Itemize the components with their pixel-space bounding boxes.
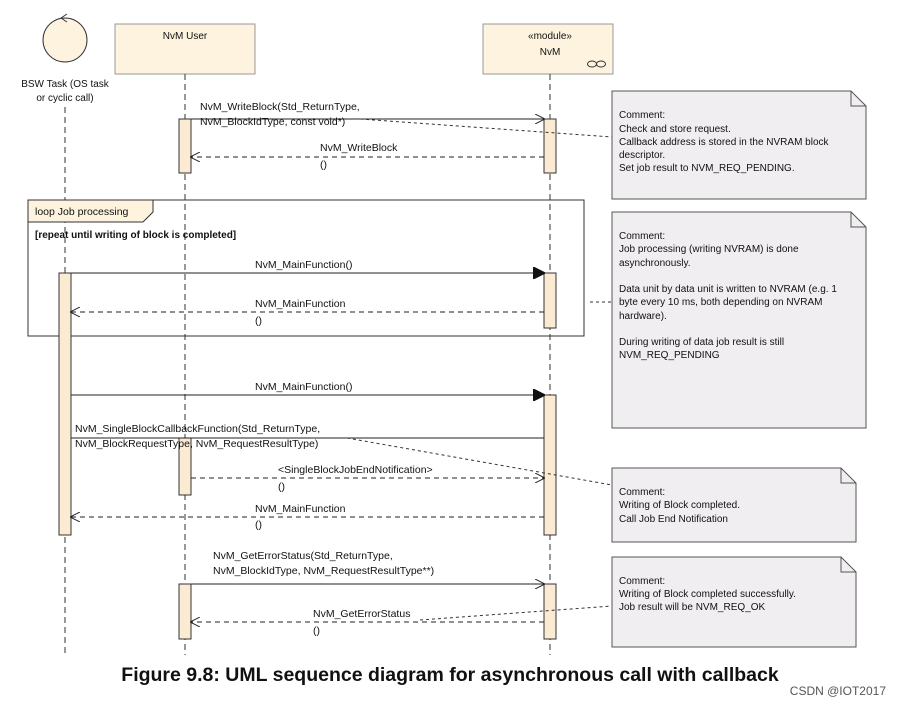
main-function-return-1-paren: () bbox=[255, 315, 262, 327]
loop-fragment-label: loop Job processing bbox=[35, 206, 129, 218]
main-function-2-label: NvM_MainFunction() bbox=[255, 381, 352, 393]
message-main-function-2: NvM_MainFunction() bbox=[71, 381, 544, 395]
bsw-task-loop-arrow-icon bbox=[60, 13, 68, 23]
message-main-function-return-2: NvM_MainFunction () bbox=[71, 503, 544, 531]
message-get-error-status-return: NvM_GetErrorStatus () bbox=[191, 608, 544, 637]
comment-2-line-1: Job processing (writing NVRAM) is done bbox=[619, 244, 799, 255]
loop-guard: [repeat until writing of block is comple… bbox=[35, 230, 236, 241]
get-error-status-label-2: NvM_BlockIdType, NvM_RequestResultType**… bbox=[213, 565, 434, 577]
lifeline-nvm: «module» NvM bbox=[482, 23, 614, 655]
nvm-activation-3 bbox=[543, 394, 557, 536]
nvm-activation-1 bbox=[543, 118, 557, 174]
comment-3-line-2: Call Job End Notification bbox=[619, 514, 728, 525]
nvm-head bbox=[482, 23, 614, 75]
message-write-block: NvM_WriteBlock(Std_ReturnType, NvM_Block… bbox=[191, 101, 544, 128]
message-write-block-return: NvM_WriteBlock () bbox=[191, 142, 544, 171]
main-function-return-2-label: NvM_MainFunction bbox=[255, 503, 346, 515]
comment-4-line-2: Job result will be NVM_REQ_OK bbox=[619, 602, 765, 613]
figure-caption: Figure 9.8: UML sequence diagram for asy… bbox=[121, 664, 779, 686]
message-main-function-1: NvM_MainFunction() bbox=[71, 259, 544, 273]
lifeline-nvm-user: NvM User bbox=[114, 23, 256, 655]
comment-3-line-1: Writing of Block completed. bbox=[619, 500, 740, 511]
main-function-return-2-paren: () bbox=[255, 519, 262, 531]
job-end-notification-paren: () bbox=[278, 481, 285, 493]
message-main-function-return-1: NvM_MainFunction () bbox=[71, 298, 544, 327]
callback-label-1: NvM_SingleBlockCallbackFunction(Std_Retu… bbox=[75, 423, 320, 435]
loop-fragment-tab bbox=[27, 199, 154, 223]
comment-2-line-9: NVM_REQ_PENDING bbox=[619, 350, 720, 361]
get-error-status-return-label: NvM_GetErrorStatus bbox=[313, 608, 410, 620]
nvm-user-label: NvM User bbox=[163, 31, 208, 42]
message-job-end-notification: <SingleBlockJobEndNotification> () bbox=[191, 464, 544, 493]
comment-1-line-2: Callback address is stored in the NVRAM … bbox=[619, 137, 830, 148]
comment-1-connector bbox=[359, 118, 613, 138]
bsw-task-actor-icon bbox=[42, 17, 88, 63]
callback-label-2: NvM_BlockRequestType, NvM_RequestResultT… bbox=[75, 438, 318, 450]
nvm-activation-4 bbox=[543, 583, 557, 640]
comment-note-4: Comment: Writing of Block completed succ… bbox=[611, 556, 857, 648]
write-block-label-1: NvM_WriteBlock(Std_ReturnType, bbox=[200, 101, 360, 113]
message-single-block-callback: NvM_SingleBlockCallbackFunction(Std_Retu… bbox=[71, 423, 544, 450]
write-block-return-label: NvM_WriteBlock bbox=[320, 142, 398, 154]
get-error-status-return-paren: () bbox=[313, 625, 320, 637]
nvm-user-activation-3 bbox=[178, 583, 192, 640]
comment-2-line-6: hardware). bbox=[619, 311, 667, 322]
comment-2-line-5: byte every 10 ms, both depending on NVRA… bbox=[619, 297, 822, 308]
component-link-icon bbox=[587, 60, 606, 68]
nvm-label: NvM bbox=[540, 47, 561, 58]
nvm-user-activation-1 bbox=[178, 118, 192, 174]
comment-1-line-4: Set job result to NVM_REQ_PENDING. bbox=[619, 163, 795, 174]
bsw-task-activation bbox=[58, 272, 72, 536]
comment-3-line-0: Comment: bbox=[619, 487, 665, 498]
comment-2-line-2: asynchronously. bbox=[619, 258, 691, 269]
comment-3-connector bbox=[346, 437, 613, 486]
comment-2-line-0: Comment: bbox=[619, 231, 665, 242]
nvm-activation-2 bbox=[543, 272, 557, 329]
main-function-return-1-label: NvM_MainFunction bbox=[255, 298, 346, 310]
comment-note-3: Comment: Writing of Block completed. Cal… bbox=[611, 467, 857, 543]
comment-note-2: Comment: Job processing (writing NVRAM) … bbox=[611, 211, 867, 429]
comment-1-line-3: descriptor. bbox=[619, 150, 665, 161]
nvm-stereotype: «module» bbox=[528, 31, 572, 42]
comment-4-connector bbox=[419, 605, 613, 621]
comment-1-line-0: Comment: bbox=[619, 110, 665, 121]
comment-2-line-4: Data unit by data unit is written to NVR… bbox=[619, 284, 837, 295]
write-block-label-2: NvM_BlockIdType, const void*) bbox=[200, 116, 345, 128]
comment-1-line-1: Check and store request. bbox=[619, 124, 731, 135]
job-end-notification-label: <SingleBlockJobEndNotification> bbox=[278, 464, 433, 476]
bsw-task-label-line1: BSW Task (OS task bbox=[21, 79, 110, 90]
bsw-task-label-line2: or cyclic call) bbox=[36, 93, 93, 104]
comment-4-line-1: Writing of Block completed successfully. bbox=[619, 589, 796, 600]
write-block-return-paren: () bbox=[320, 159, 327, 171]
loop-fragment: loop Job processing [repeat until writin… bbox=[27, 199, 585, 337]
main-function-1-label: NvM_MainFunction() bbox=[255, 259, 352, 271]
comment-note-1: Comment: Check and store request. Callba… bbox=[611, 90, 867, 200]
comment-2-line-8: During writing of data job result is sti… bbox=[619, 337, 784, 348]
get-error-status-label-1: NvM_GetErrorStatus(Std_ReturnType, bbox=[213, 550, 393, 562]
message-get-error-status: NvM_GetErrorStatus(Std_ReturnType, NvM_B… bbox=[191, 550, 544, 584]
watermark: CSDN @IOT2017 bbox=[789, 684, 886, 698]
comment-4-line-0: Comment: bbox=[619, 576, 665, 587]
nvm-user-head bbox=[114, 23, 256, 75]
